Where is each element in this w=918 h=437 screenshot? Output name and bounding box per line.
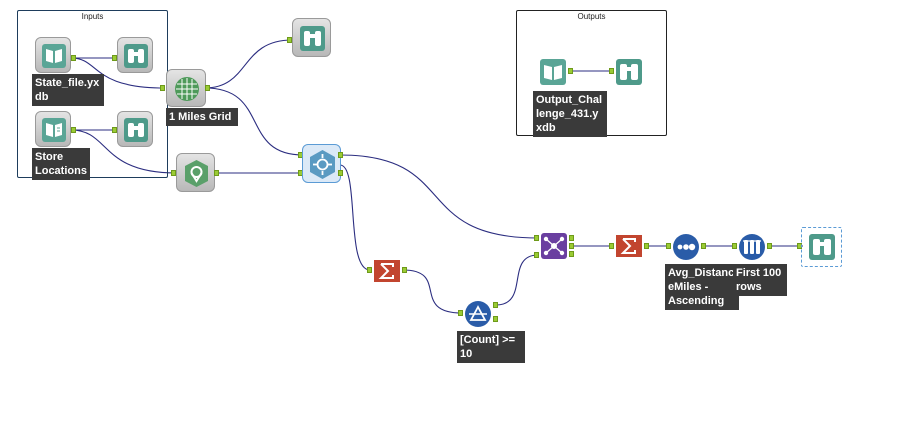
output-file-label: Output_Chal lenge_431.y xdb	[533, 91, 607, 137]
miles-grid-output-anchor[interactable]	[205, 85, 210, 91]
wire-filter-to-join	[495, 254, 539, 306]
sample-input-anchor[interactable]	[732, 243, 737, 249]
filter-icon	[465, 301, 491, 327]
sort-tool[interactable]	[671, 232, 701, 262]
book-icon	[540, 59, 566, 85]
book-icon	[42, 44, 66, 68]
create-points-input-anchor[interactable]	[171, 170, 176, 176]
summarize-2-output-anchor[interactable]	[644, 243, 649, 249]
filter-tool[interactable]	[463, 299, 493, 329]
sample-output-anchor[interactable]	[767, 243, 772, 249]
binoculars-icon	[300, 26, 325, 51]
join-output-j-anchor[interactable]	[569, 243, 574, 249]
join-input-r-anchor[interactable]	[534, 252, 539, 258]
filter-output-f-anchor[interactable]	[493, 316, 498, 322]
text-input-icon	[42, 118, 66, 142]
wire-summarize-to-filter	[402, 269, 463, 314]
sample-label: First 100 rows	[733, 264, 787, 296]
sort-icon	[673, 234, 699, 260]
wire-grid-to-browse	[204, 39, 293, 89]
grid-globe-icon	[175, 77, 199, 101]
create-points-tool[interactable]	[176, 153, 215, 192]
store-locations-output-anchor[interactable]	[71, 127, 76, 133]
state-browse-tool[interactable]	[117, 37, 153, 73]
final-browse-tool[interactable]	[801, 227, 842, 267]
join-output-l-anchor[interactable]	[569, 235, 574, 241]
wire-state-to-grid	[70, 57, 166, 89]
binoculars-icon	[809, 234, 835, 260]
output-file-tool[interactable]	[538, 57, 568, 87]
wire-nearest-to-join	[339, 154, 539, 239]
sort-output-anchor[interactable]	[701, 243, 706, 249]
filter-output-t-anchor[interactable]	[493, 302, 498, 308]
state-file-label: State_file.yx db	[32, 74, 104, 106]
create-points-output-anchor[interactable]	[214, 170, 219, 176]
miles-grid-label: 1 Miles Grid	[166, 108, 238, 126]
store-locations-label: Store Locations	[32, 148, 90, 180]
wire-nearest-to-summarize	[339, 164, 371, 271]
store-browse-input-anchor[interactable]	[112, 127, 117, 133]
sigma-icon	[374, 260, 400, 282]
sigma-icon	[616, 235, 642, 257]
filter-label: [Count] >= 10	[457, 331, 525, 363]
miles-grid-input-anchor[interactable]	[160, 85, 165, 91]
outputs-container-title: Outputs	[577, 12, 606, 21]
output-file-output-anchor[interactable]	[568, 68, 573, 74]
wire-grid-to-nearest	[204, 87, 304, 156]
sample-icon	[739, 234, 765, 260]
map-pin-icon	[185, 160, 208, 187]
sort-input-anchor[interactable]	[666, 243, 671, 249]
sort-label: Avg_Distanc eMiles - Ascending	[665, 264, 739, 310]
binoculars-icon	[124, 44, 148, 68]
state-file-input-tool[interactable]	[35, 37, 71, 73]
find-nearest-icon	[310, 150, 335, 179]
output-browse-tool[interactable]	[614, 57, 644, 87]
state-browse-input-anchor[interactable]	[112, 55, 117, 61]
summarize-1-output-anchor[interactable]	[402, 267, 407, 273]
filter-input-anchor[interactable]	[458, 310, 463, 316]
sample-tool[interactable]	[737, 232, 767, 262]
summarize-1-tool[interactable]	[372, 258, 402, 284]
summarize-2-input-anchor[interactable]	[609, 243, 614, 249]
store-locations-input-tool[interactable]	[35, 111, 71, 147]
state-file-output-anchor[interactable]	[71, 55, 76, 61]
output-browse-input-anchor[interactable]	[609, 68, 614, 74]
join-icon	[541, 233, 567, 259]
join-tool[interactable]	[539, 231, 569, 261]
grid-browse-input-anchor[interactable]	[287, 37, 292, 43]
store-browse-tool[interactable]	[117, 111, 153, 147]
summarize-2-tool[interactable]	[614, 233, 644, 259]
find-nearest-tool[interactable]	[302, 144, 341, 183]
grid-browse-tool[interactable]	[292, 18, 331, 57]
find-nearest-output-m-anchor[interactable]	[338, 152, 343, 158]
binoculars-icon	[124, 118, 148, 142]
join-output-r-anchor[interactable]	[569, 251, 574, 257]
find-nearest-output-u-anchor[interactable]	[338, 170, 343, 176]
inputs-container-title: Inputs	[81, 12, 104, 21]
join-input-l-anchor[interactable]	[534, 235, 539, 241]
wire-store-to-points	[70, 129, 177, 174]
binoculars-icon	[616, 59, 642, 85]
miles-grid-tool[interactable]	[166, 69, 206, 107]
summarize-1-input-anchor[interactable]	[367, 267, 372, 273]
